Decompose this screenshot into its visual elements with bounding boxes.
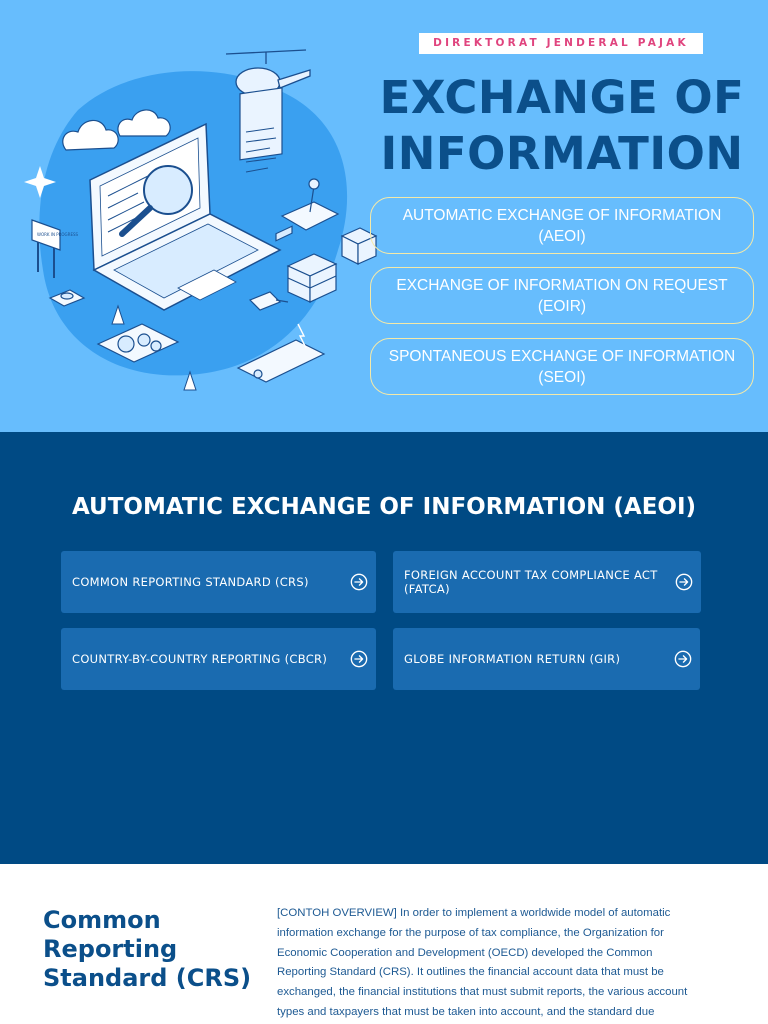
aeoi-section: AUTOMATIC EXCHANGE OF INFORMATION (AEOI)… <box>0 432 768 864</box>
laptop-icon <box>89 122 282 311</box>
magnifier-icon <box>119 165 193 237</box>
aeoi-pill[interactable]: AUTOMATIC EXCHANGE OF INFORMATION (AEOI) <box>370 197 754 254</box>
plug-icon <box>248 291 289 311</box>
cbcr-card[interactable]: COUNTRY-BY-COUNTRY REPORTING (CBCR) <box>61 628 376 690</box>
crs-section-title: Common Reporting Standard (CRS) <box>43 906 263 993</box>
button-box-icon <box>48 289 86 307</box>
pill-label-line: SPONTANEOUS EXCHANGE OF INFORMATION <box>388 347 736 365</box>
svg-text:WORK IN PROGRESS: WORK IN PROGRESS <box>37 232 79 237</box>
gears-icon <box>96 323 180 363</box>
sparkle-icon <box>24 166 56 198</box>
brand-tag: DIREKTORAT JENDERAL PAJAK <box>419 33 703 54</box>
page-title: EXCHANGE OF INFORMATION <box>372 70 752 182</box>
fatca-card[interactable]: FOREIGN ACCOUNT TAX COMPLIANCE ACT (FATC… <box>393 551 701 613</box>
arrow-right-circle-icon <box>350 650 368 668</box>
card-label: FOREIGN ACCOUNT TAX COMPLIANCE ACT (FATC… <box>404 568 658 596</box>
arrow-right-circle-icon <box>350 573 368 591</box>
page-title-line: INFORMATION <box>380 127 744 180</box>
paragraph-line: exchanged, the financial institutions th… <box>277 986 688 999</box>
pill-label-line: (AEOI) <box>538 227 586 245</box>
eoir-pill[interactable]: EXCHANGE OF INFORMATION ON REQUEST (EOIR… <box>370 267 754 324</box>
paragraph-line: types and taxpayers that must be taken i… <box>277 1005 655 1018</box>
arrow-right-circle-icon <box>674 650 692 668</box>
hero-section: WORK IN PROGRESS DIREKT <box>0 0 768 432</box>
crs-title-line: Common <box>43 906 161 934</box>
control-panel-icon <box>236 225 326 383</box>
crs-title-line: Standard (CRS) <box>43 964 252 992</box>
seoi-pill[interactable]: SPONTANEOUS EXCHANGE OF INFORMATION (SEO… <box>370 338 754 395</box>
paragraph-line: [CONTOH OVERVIEW] In order to implement … <box>277 907 671 919</box>
arrow-right-circle-icon <box>675 573 693 591</box>
crs-card[interactable]: COMMON REPORTING STANDARD (CRS) <box>61 551 376 613</box>
paragraph-line: information exchange for the purpose of … <box>277 926 664 939</box>
laptop-illustration: WORK IN PROGRESS <box>24 49 378 391</box>
paragraph-line: Reporting Standard (CRS). It outlines th… <box>277 966 664 979</box>
document-icon <box>239 87 283 173</box>
joystick-icon <box>280 178 340 231</box>
cone-icon <box>111 304 197 391</box>
pill-label-line: (SEOI) <box>538 368 586 386</box>
pill-label-line: EXCHANGE OF INFORMATION ON REQUEST <box>396 276 728 294</box>
crs-section: Common Reporting Standard (CRS) [CONTOH … <box>0 864 768 1024</box>
crs-overview-paragraph: [CONTOH OVERVIEW] In order to implement … <box>277 904 727 1023</box>
paragraph-line: Economic Cooperation and Development (OE… <box>277 946 653 959</box>
server-icon <box>286 253 338 303</box>
crs-title-line: Reporting <box>43 935 178 963</box>
card-label: COUNTRY-BY-COUNTRY REPORTING (CBCR) <box>72 652 328 666</box>
pill-label-line: AUTOMATIC EXCHANGE OF INFORMATION <box>402 206 722 224</box>
aeoi-section-title: AUTOMATIC EXCHANGE OF INFORMATION (AEOI) <box>71 494 697 520</box>
page-title-line: EXCHANGE OF <box>379 71 745 124</box>
wip-sign-icon: WORK IN PROGRESS <box>31 219 79 278</box>
card-label: GLOBE INFORMATION RETURN (GIR) <box>404 652 621 666</box>
cloud-icon <box>62 109 171 151</box>
pill-label-line: (EOIR) <box>537 297 587 315</box>
card-label: COMMON REPORTING STANDARD (CRS) <box>72 575 309 589</box>
gir-card[interactable]: GLOBE INFORMATION RETURN (GIR) <box>393 628 700 690</box>
